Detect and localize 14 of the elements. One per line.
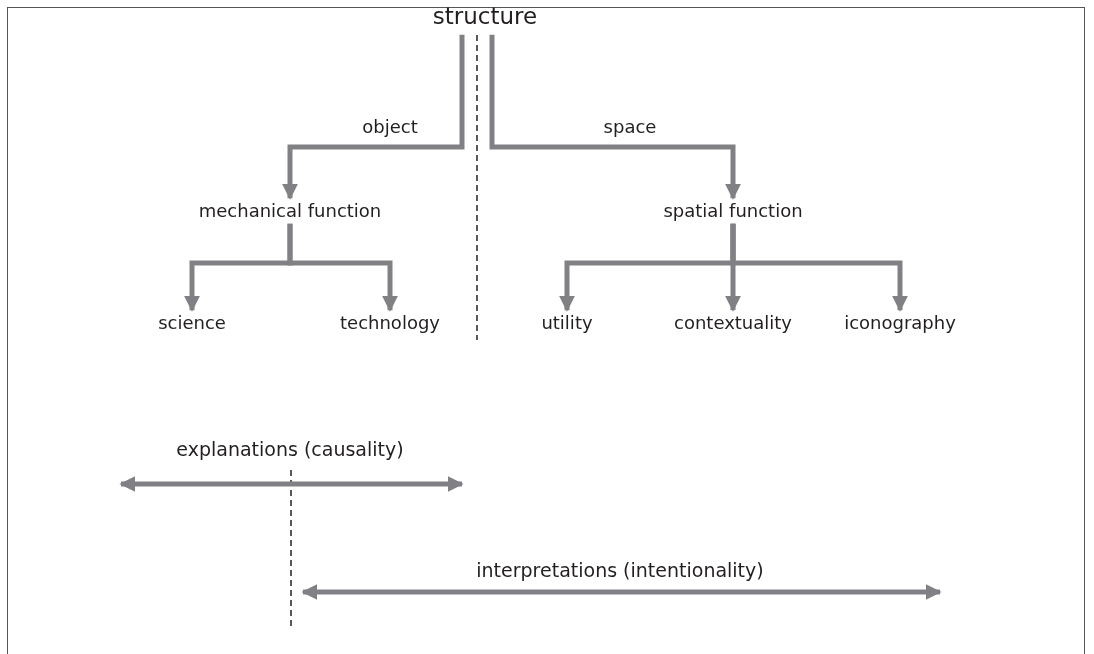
arrow — [287, 223, 398, 312]
node-label: mechanical function — [196, 198, 384, 224]
node-label: utility — [539, 310, 595, 336]
arrow — [282, 34, 465, 200]
node-label: structure — [430, 1, 540, 33]
node-label: science — [156, 310, 228, 336]
node-label: contextuality — [672, 310, 794, 336]
node-label: technology — [338, 310, 442, 336]
arrow — [489, 34, 741, 200]
range-label: interpretations (intentionality) — [476, 559, 764, 581]
range-label: explanations (causality) — [176, 438, 404, 460]
node-label: spatial function — [661, 198, 805, 224]
arrow — [730, 223, 908, 312]
node-label: iconography — [842, 310, 958, 336]
